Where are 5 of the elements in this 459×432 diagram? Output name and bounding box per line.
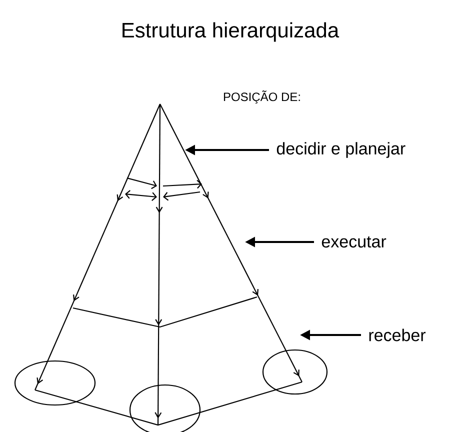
level-label: executar	[322, 236, 386, 248]
level-label: receber	[369, 328, 426, 342]
level-label: decidir e planejar	[276, 142, 406, 158]
heading-label: POSIÇÃO DE:	[224, 90, 300, 104]
title: Estrutura hierarquizada	[122, 22, 340, 42]
